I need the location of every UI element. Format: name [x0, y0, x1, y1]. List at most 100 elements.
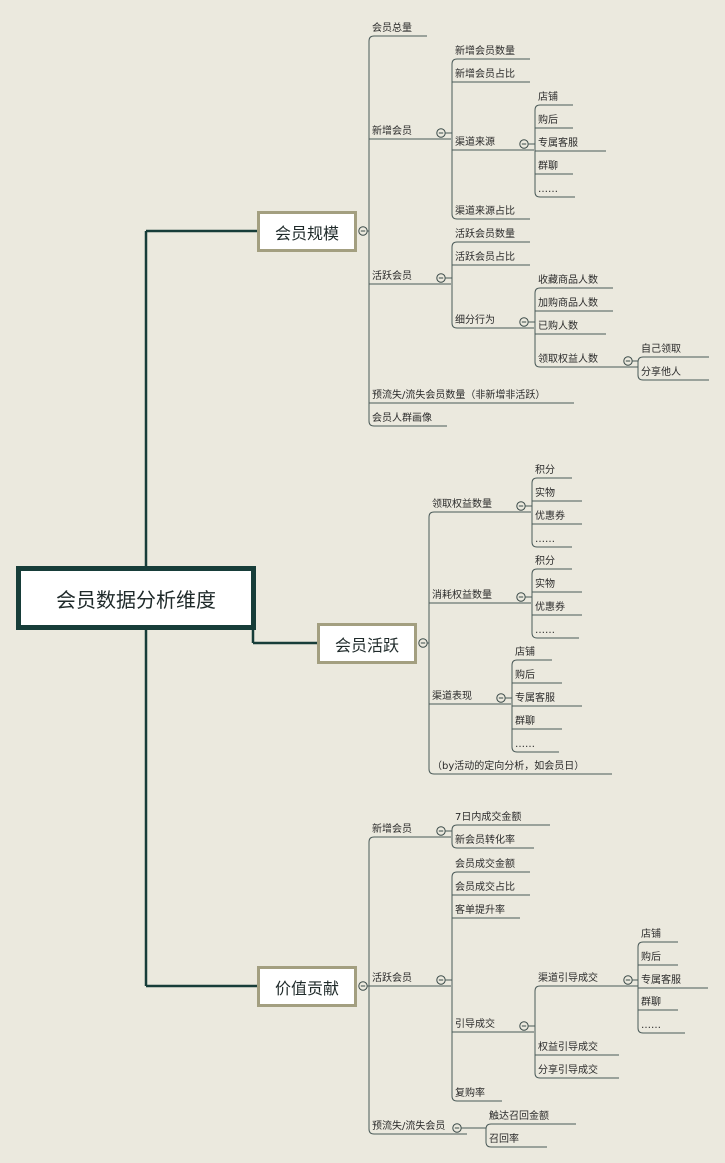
topic-label[interactable]: 专属客服 [538, 138, 578, 149]
connector-line [451, 322, 458, 329]
topic-label[interactable]: 新增会员 [372, 824, 412, 835]
topic-label[interactable]: 预流失/流失会员数量（非新增非活跃） [372, 390, 546, 401]
connector-line [534, 104, 541, 111]
connector-line [531, 632, 538, 639]
connector-line [451, 213, 458, 220]
connector-line [451, 871, 458, 878]
connector-line [368, 836, 375, 843]
topic-label[interactable]: …… [535, 534, 555, 545]
connector-line [511, 659, 518, 666]
topic-label[interactable]: 预流失/流失会员 [372, 1121, 446, 1132]
topic-label[interactable]: 自己领取 [641, 344, 681, 355]
connector-line [485, 1141, 492, 1148]
topic-label[interactable]: 复购率 [455, 1088, 485, 1099]
topic-label[interactable]: 7日内成交金额 [455, 812, 522, 823]
topic-label[interactable]: 群聊 [515, 716, 535, 727]
connector-line [637, 1027, 644, 1034]
topic-label[interactable]: 优惠券 [535, 511, 565, 522]
topic-label[interactable]: 召回率 [489, 1134, 519, 1145]
topic-label[interactable]: 实物 [535, 488, 555, 499]
connector-line [451, 824, 458, 831]
topic-label[interactable]: 活跃会员 [372, 271, 412, 282]
connector-line [637, 356, 644, 363]
topic-label[interactable]: 积分 [535, 556, 555, 567]
topic-label[interactable]: 活跃会员占比 [455, 252, 515, 263]
connector-line [451, 842, 458, 849]
topic-label[interactable]: 渠道表现 [432, 691, 472, 702]
topic-label[interactable]: 实物 [535, 579, 555, 590]
main-topic-member-scale[interactable]: 会员规模 [257, 211, 357, 252]
connector-line [531, 541, 538, 548]
topic-label[interactable]: 渠道引导成交 [538, 973, 598, 984]
topic-label[interactable]: 触达召回金额 [489, 1111, 549, 1122]
topic-label[interactable]: 分享引导成交 [538, 1065, 598, 1076]
connector-line [485, 1123, 492, 1130]
connector-line [451, 1095, 458, 1102]
topic-label[interactable]: 活跃会员数量 [455, 229, 515, 240]
connector-line [451, 58, 458, 65]
topic-label[interactable]: 专属客服 [641, 975, 681, 986]
main-topic-value-contribution[interactable]: 价值贡献 [257, 966, 357, 1007]
topic-label[interactable]: 客单提升率 [455, 905, 505, 916]
connector-line [534, 191, 541, 198]
topic-label[interactable]: 购后 [641, 952, 661, 963]
main-topic-member-activity[interactable]: 会员活跃 [317, 623, 417, 664]
main-topic-label: 会员规模 [274, 223, 339, 243]
connector-line [534, 287, 541, 294]
topic-label[interactable]: 店铺 [641, 929, 661, 940]
topic-label[interactable]: 购后 [538, 115, 558, 126]
connector-line [534, 985, 541, 992]
topic-label[interactable]: 细分行为 [455, 315, 495, 326]
topic-label[interactable]: 权益引导成交 [538, 1042, 598, 1053]
topic-label[interactable]: 群聊 [538, 161, 558, 172]
topic-label[interactable]: 渠道来源占比 [455, 206, 515, 217]
root-topic[interactable]: 会员数据分析维度 [16, 566, 256, 630]
topic-label[interactable]: 加购商品人数 [538, 298, 598, 309]
connector-line [428, 768, 435, 775]
topic-label[interactable]: 店铺 [538, 92, 558, 103]
connector-line [534, 1072, 541, 1079]
topic-label[interactable]: 新增会员 [372, 126, 412, 137]
topic-label[interactable]: 会员成交金额 [455, 859, 515, 870]
connector-line [368, 420, 375, 427]
topic-label[interactable]: （by活动的定向分析，如会员日） [432, 761, 585, 772]
topic-label[interactable]: 领取权益人数 [538, 354, 598, 365]
topic-label[interactable]: 新增会员数量 [455, 46, 515, 57]
main-topic-label: 会员活跃 [334, 635, 399, 655]
connector-line [534, 361, 541, 368]
topic-label[interactable]: 新增会员占比 [455, 69, 515, 80]
topic-label[interactable]: 活跃会员 [372, 973, 412, 984]
connector-line [428, 511, 435, 518]
topic-label[interactable]: 收藏商品人数 [538, 275, 598, 286]
topic-label[interactable]: …… [641, 1020, 661, 1031]
connector-line [511, 746, 518, 753]
topic-label[interactable]: …… [535, 625, 555, 636]
connector-line [368, 1128, 375, 1135]
topic-label[interactable]: …… [538, 184, 558, 195]
topic-label[interactable]: 会员成交占比 [455, 882, 515, 893]
topic-label[interactable]: 积分 [535, 465, 555, 476]
topic-label[interactable]: 优惠券 [535, 602, 565, 613]
connector-line [531, 568, 538, 575]
topic-label[interactable]: 店铺 [515, 647, 535, 658]
connector-line [637, 374, 644, 381]
connector-line [637, 941, 644, 948]
root-topic-label: 会员数据分析维度 [56, 587, 216, 612]
topic-label[interactable]: 领取权益数量 [432, 499, 492, 510]
topic-label[interactable]: 消耗权益数量 [432, 590, 492, 601]
topic-label[interactable]: 会员人群画像 [372, 413, 432, 424]
topic-label[interactable]: 购后 [515, 670, 535, 681]
topic-label[interactable]: 分享他人 [641, 367, 681, 378]
connector-line [368, 35, 375, 42]
topic-label[interactable]: 渠道来源 [455, 137, 495, 148]
topic-label[interactable]: …… [515, 739, 535, 750]
topic-label[interactable]: 专属客服 [515, 693, 555, 704]
connector-line [451, 241, 458, 248]
topic-label[interactable]: 会员总量 [372, 23, 412, 34]
topic-label[interactable]: 群聊 [641, 997, 661, 1008]
topic-label[interactable]: 引导成交 [455, 1019, 495, 1030]
connector-line [531, 477, 538, 484]
topic-label[interactable]: 已购人数 [538, 321, 578, 332]
topic-label[interactable]: 新会员转化率 [455, 835, 515, 846]
